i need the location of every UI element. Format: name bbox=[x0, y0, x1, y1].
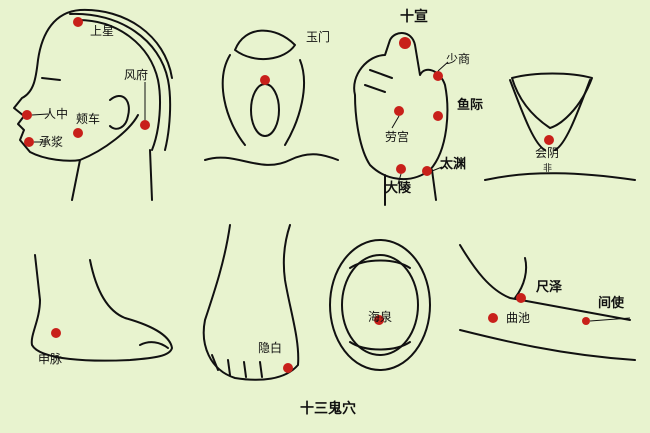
mouth-teeth-top bbox=[349, 259, 411, 269]
arm-lower bbox=[459, 329, 636, 361]
leader-daling bbox=[397, 173, 402, 185]
point-shaoshang bbox=[433, 71, 443, 81]
point-jianshi bbox=[582, 317, 590, 325]
label-yuji: 鱼际 bbox=[457, 98, 484, 113]
foot-yinbai-outline bbox=[202, 224, 300, 381]
leader-jianshi bbox=[589, 317, 631, 322]
red-points bbox=[22, 17, 590, 373]
arm-tendon bbox=[514, 257, 528, 299]
point-taiyuan bbox=[422, 166, 432, 176]
diagram-title: 十三鬼穴 bbox=[300, 401, 356, 417]
yumen-center bbox=[250, 83, 280, 137]
label-fengfu: 风府 bbox=[124, 68, 149, 82]
label-yumen: 玉门 bbox=[306, 30, 331, 44]
label-haiquan: 海泉 bbox=[368, 310, 393, 324]
label-daling: 大陵 bbox=[385, 181, 412, 196]
label-yinbai: 隐白 bbox=[258, 341, 283, 355]
yumen-outline bbox=[204, 153, 339, 166]
huiyin-left bbox=[509, 79, 546, 151]
huiyin-hair bbox=[511, 72, 593, 129]
label-huiyin-sub: 非 bbox=[543, 164, 553, 174]
point-daling bbox=[396, 164, 406, 174]
label-taiyuan: 太渊 bbox=[440, 157, 467, 172]
label-jiache: 颊车 bbox=[76, 112, 101, 126]
arm-upper bbox=[459, 244, 631, 321]
label-quchi: 曲池 bbox=[506, 311, 531, 325]
neck-back bbox=[149, 149, 153, 201]
leader-renzhong bbox=[31, 113, 49, 116]
point-fengfu bbox=[140, 120, 150, 130]
mouth-teeth-bottom bbox=[349, 341, 411, 351]
point-chengjiang bbox=[24, 137, 34, 147]
mouth-outer bbox=[329, 239, 431, 371]
yumen-left-thigh bbox=[221, 54, 246, 146]
leader-shaoshang bbox=[437, 61, 449, 72]
point-chize bbox=[516, 293, 526, 303]
label-renzhong: 人中 bbox=[44, 107, 69, 121]
point-yuji bbox=[433, 111, 443, 121]
label-huiyin: 会阴 bbox=[535, 146, 560, 160]
hand-finger-lines bbox=[364, 69, 393, 93]
head-arc bbox=[69, 12, 172, 151]
label-shangxing: 上星 bbox=[90, 24, 115, 38]
huiyin-right bbox=[554, 79, 591, 151]
point-laogong bbox=[394, 106, 404, 116]
label-chize: 尺泽 bbox=[536, 280, 563, 295]
leader-lines bbox=[31, 61, 631, 322]
yumen-right-thigh bbox=[284, 59, 306, 146]
point-yinbai bbox=[283, 363, 293, 373]
point-shangxing bbox=[73, 17, 83, 27]
label-laogong: 劳宫 bbox=[385, 130, 410, 144]
head-outline bbox=[13, 8, 173, 201]
wrist bbox=[384, 169, 437, 206]
point-renzhong bbox=[22, 110, 32, 120]
label-shaoshang: 少商 bbox=[446, 52, 471, 66]
foot-shenmai-outline bbox=[30, 254, 173, 362]
head-arc-inner bbox=[77, 19, 161, 151]
foot-shenmai-toes bbox=[139, 341, 169, 349]
point-shixuan bbox=[399, 37, 411, 49]
point-haiquan bbox=[374, 315, 384, 325]
foot-yinbai-toes bbox=[211, 354, 263, 378]
point-quchi bbox=[488, 313, 498, 323]
ear bbox=[109, 95, 130, 130]
leader-laogong bbox=[391, 115, 400, 129]
label-shixuan: 十宣 bbox=[400, 9, 428, 25]
jaw-line bbox=[79, 114, 139, 161]
label-chengjiang: 承浆 bbox=[39, 135, 64, 149]
eye bbox=[41, 77, 61, 81]
label-shenmai: 申脉 bbox=[38, 352, 63, 366]
point-yumen bbox=[260, 75, 270, 85]
hand-outline bbox=[353, 32, 449, 181]
point-shenmai bbox=[51, 328, 61, 338]
label-jianshi: 间使 bbox=[598, 296, 625, 311]
leader-taiyuan bbox=[431, 166, 443, 172]
point-huiyin bbox=[544, 135, 554, 145]
mouth-inner bbox=[341, 254, 419, 356]
huiyin-outline bbox=[484, 172, 636, 181]
line-art bbox=[13, 8, 636, 381]
point-jiache bbox=[73, 128, 83, 138]
yumen-hair bbox=[234, 29, 296, 61]
